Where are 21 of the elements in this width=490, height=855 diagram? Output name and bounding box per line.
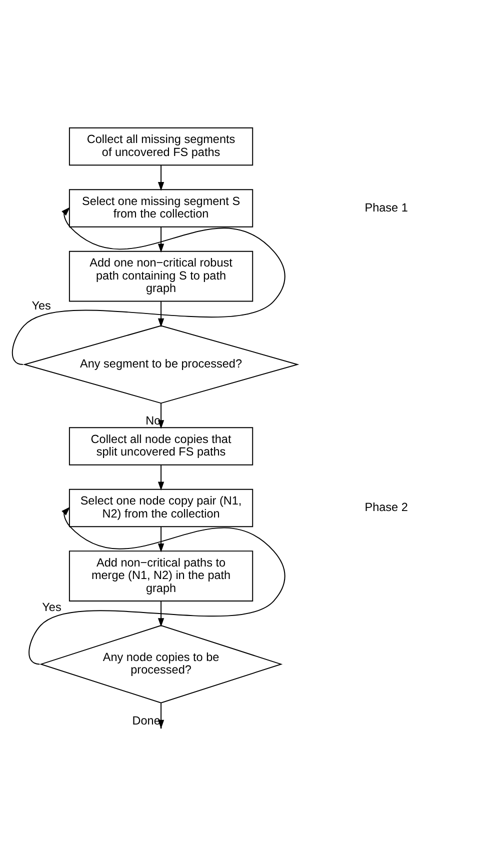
- edge-label: Done: [132, 714, 160, 727]
- arrow: [12, 206, 286, 364]
- node-box: Collect all node copies that split uncovered FS paths: [68, 426, 254, 465]
- node-diamond: Any segment to be processed?: [22, 324, 300, 404]
- arrow: [158, 600, 164, 626]
- arrow: [158, 300, 164, 327]
- arrow: [158, 226, 164, 252]
- edge-label: Yes: [32, 299, 51, 312]
- arrow: [28, 506, 286, 664]
- label: Phase 1: [364, 200, 408, 214]
- arrow: [158, 464, 164, 490]
- node-diamond: Any node copies to be processed?: [39, 624, 283, 703]
- node-box: Select one missing segment S from the collection: [68, 188, 254, 227]
- node-box: Select one node copy pair (N1, N2) from the collection: [68, 488, 254, 527]
- arrow: [158, 164, 164, 190]
- node-box: Add non−critical paths to merge (N1, N2) in the path graph: [68, 550, 254, 601]
- edge-label: Yes: [42, 600, 62, 614]
- node-box: Collect all missing segments of uncovered FS paths: [68, 126, 254, 166]
- node-box: Add one non−critical robust path containing S to path graph: [68, 250, 254, 302]
- arrow: [158, 526, 164, 552]
- label: Phase 2: [364, 500, 408, 514]
